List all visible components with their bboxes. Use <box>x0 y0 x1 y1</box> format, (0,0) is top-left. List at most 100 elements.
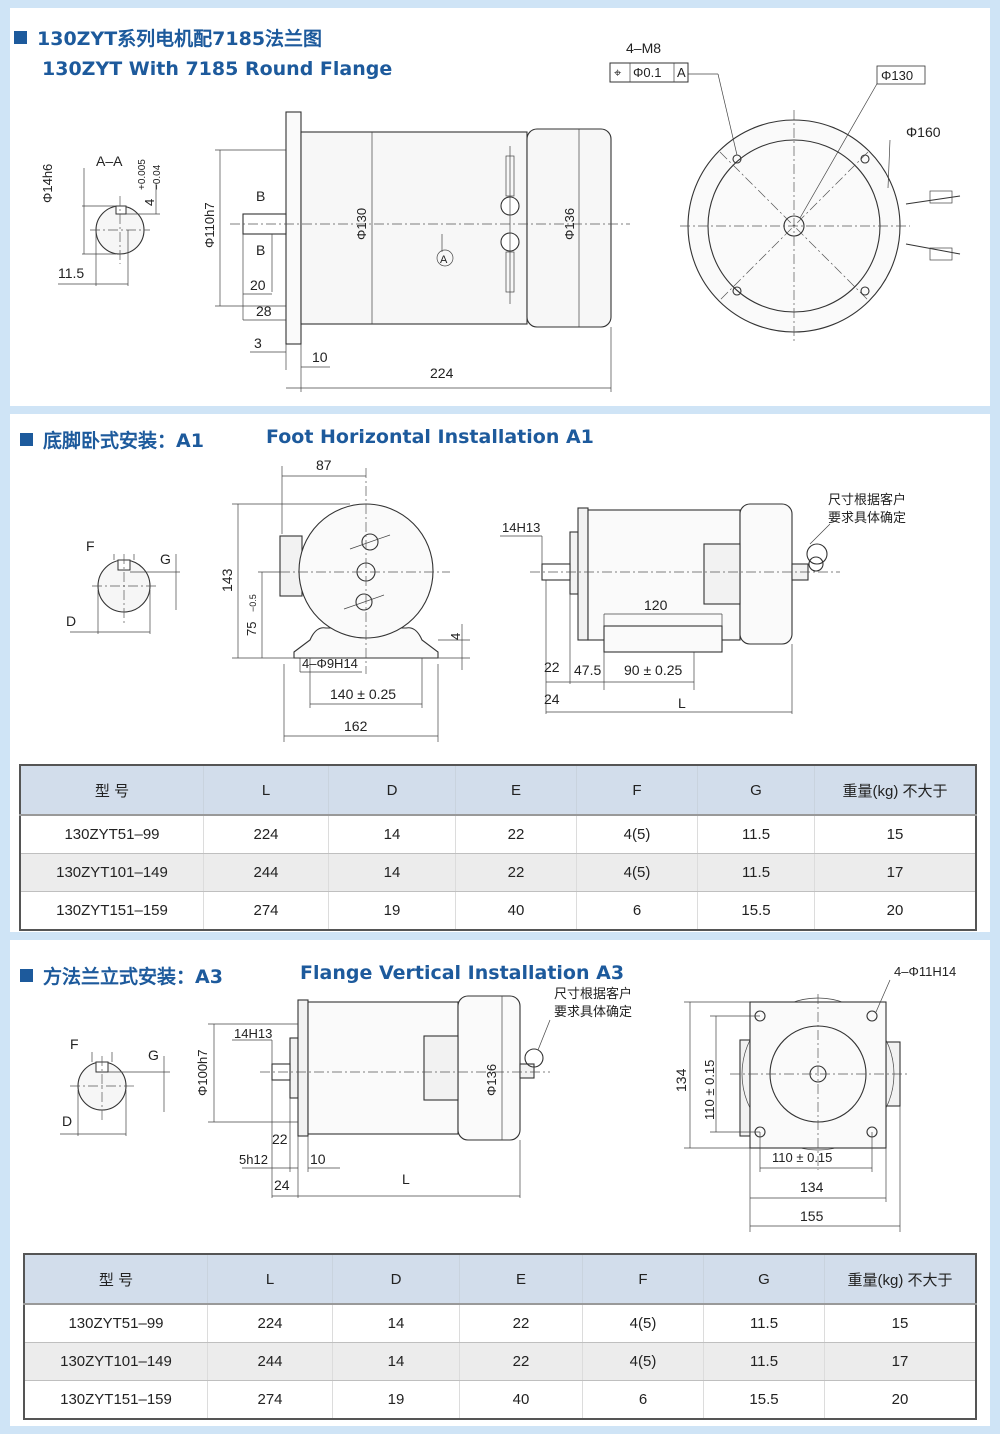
dim-24: 24 <box>544 691 560 707</box>
spec-table-a1: 型 号 L D E F G 重量(kg) 不大于 130ZYT51–99 224… <box>19 764 977 931</box>
dim-5h12: 5h12 <box>239 1152 268 1167</box>
cell-d: 19 <box>332 1380 460 1420</box>
cell-l: 224 <box>203 815 329 854</box>
section1-title-cn-text: 130ZYT系列电机配7185法兰图 <box>37 28 323 50</box>
shaft-section-vertical: F G D <box>60 1036 170 1136</box>
panel-flange-vertical: 方法兰立式安装：A3 Flange Vertical Installation … <box>10 940 990 1426</box>
cell-f: 4(5) <box>582 1342 704 1381</box>
dim-d136: Φ136 <box>484 1064 499 1096</box>
dim-d100h7: Φ100h7 <box>195 1049 210 1096</box>
cell-d: 14 <box>328 853 456 892</box>
col-d: D <box>332 1254 460 1305</box>
dim-14h13: 14H13 <box>234 1026 272 1041</box>
cell-weight: 15 <box>814 815 976 854</box>
cell-weight: 15 <box>824 1304 976 1343</box>
col-l: L <box>207 1254 333 1305</box>
dim-g: G <box>160 551 171 567</box>
dim-d14h6: Φ14h6 <box>40 164 55 203</box>
dim-c160: Φ160 <box>906 124 941 140</box>
section2-title-cn-text: 底脚卧式安装：A1 <box>43 430 204 452</box>
dim-d: D <box>66 613 76 629</box>
dim-f: F <box>86 538 95 554</box>
bullet-square-icon <box>20 969 33 982</box>
dim-28: 28 <box>256 303 272 319</box>
cell-e: 22 <box>459 1304 583 1343</box>
motor-end-view: ⌖ Φ0.1 A 4–M8 Φ130 Φ160 <box>609 40 961 342</box>
table-row: 130ZYT51–99 224 14 22 4(5) 11.5 15 <box>20 815 976 854</box>
dim-g: G <box>148 1047 159 1063</box>
cell-model: 130ZYT51–99 <box>20 815 204 854</box>
dim-110-h: 110 ± 0.15 <box>772 1150 832 1165</box>
dim-134-v: 134 <box>673 1068 689 1092</box>
col-f: F <box>582 1254 704 1305</box>
cell-f: 6 <box>576 891 698 931</box>
dim-tol-up: +0.005 <box>137 159 148 190</box>
dim-c130: Φ130 <box>881 68 913 83</box>
col-l: L <box>203 765 329 816</box>
dim-75: 75 <box>244 622 259 636</box>
cell-model: 130ZYT101–149 <box>24 1342 208 1381</box>
cell-model: 130ZYT151–159 <box>20 891 204 931</box>
note-line1: 尺寸根据客户 <box>554 986 632 1001</box>
col-g: G <box>697 765 815 816</box>
note-line2: 要求具体确定 <box>828 510 906 525</box>
label-aa: A–A <box>96 153 123 169</box>
section2-title-en: Foot Horizontal Installation A1 <box>266 426 594 448</box>
dim-120: 120 <box>644 597 668 613</box>
motor-side-view: Φ110h7 Φ130 Φ136 A B B 20 <box>202 111 630 392</box>
cell-g: 11.5 <box>703 1342 825 1381</box>
dim-10: 10 <box>312 349 328 365</box>
square-flange-view: 4–Φ11H14 134 110 ± 0.15 110 ± 0.15 134 1… <box>673 964 956 1232</box>
dim-155: 155 <box>800 1208 824 1224</box>
bullet-square-icon <box>20 433 33 446</box>
cell-d: 14 <box>332 1342 460 1381</box>
dim-87: 87 <box>316 457 332 473</box>
cell-l: 224 <box>207 1304 333 1343</box>
cell-model: 130ZYT151–159 <box>24 1380 208 1420</box>
table-row: 130ZYT101–149 244 14 22 4(5) 11.5 17 <box>24 1342 976 1381</box>
dim-tol-dn: −0.04 <box>152 164 163 190</box>
flange-vertical-drawing: F G D <box>60 964 956 1232</box>
dim-3: 3 <box>254 335 262 351</box>
dim-l: L <box>402 1171 410 1187</box>
cell-e: 22 <box>455 815 577 854</box>
section2-title-cn: 底脚卧式安装：A1 <box>20 426 204 453</box>
dim-d110h7: Φ110h7 <box>202 202 217 248</box>
dim-f: F <box>70 1036 79 1052</box>
dim-11-5: 11.5 <box>58 265 84 281</box>
dim-20: 20 <box>250 277 266 293</box>
cell-g: 11.5 <box>703 1304 825 1343</box>
shaft-section-foot: F G D <box>66 538 180 634</box>
table-header-row: 型 号 L D E F G 重量(kg) 不大于 <box>24 1254 976 1305</box>
dim-24: 24 <box>274 1177 290 1193</box>
cell-weight: 20 <box>824 1380 976 1420</box>
note-line2: 要求具体确定 <box>554 1004 632 1019</box>
dim-holes: 4–Φ9H14 <box>302 656 358 671</box>
panel-foot-horizontal: 底脚卧式安装：A1 Foot Horizontal Installation A… <box>10 414 990 932</box>
col-model: 型 号 <box>20 765 204 816</box>
tol-symbol: ⌖ <box>614 65 622 80</box>
dim-22: 22 <box>544 659 560 675</box>
col-f: F <box>576 765 698 816</box>
col-e: E <box>459 1254 583 1305</box>
cell-model: 130ZYT51–99 <box>24 1304 208 1343</box>
table-row: 130ZYT151–159 274 19 40 6 15.5 20 <box>20 891 976 931</box>
vertical-side-view: 14H13 Φ100h7 Φ136 尺寸根据客户 要求具体确定 22 5h12 … <box>195 986 632 1198</box>
dim-tol: 4 <box>142 199 157 206</box>
table-row: 130ZYT51–99 224 14 22 4(5) 11.5 15 <box>24 1304 976 1343</box>
dim-143: 143 <box>219 568 235 592</box>
dim-d136: Φ136 <box>562 208 577 240</box>
cell-weight: 20 <box>814 891 976 931</box>
cell-model: 130ZYT101–149 <box>20 853 204 892</box>
dim-14h13: 14H13 <box>502 520 540 535</box>
dim-162: 162 <box>344 718 368 734</box>
foot-end-view: 87 143 75 −0.5 4 4–Φ9H14 140 ± 0.25 162 <box>219 457 470 742</box>
cell-l: 274 <box>207 1380 333 1420</box>
cell-d: 19 <box>328 891 456 931</box>
panel-round-flange: 130ZYT系列电机配7185法兰图 130ZYT With 7185 Roun… <box>10 8 990 406</box>
section3-title-cn-text: 方法兰立式安装：A3 <box>43 966 223 988</box>
col-e: E <box>455 765 577 816</box>
cell-e: 22 <box>459 1342 583 1381</box>
dim-224: 224 <box>430 365 454 381</box>
dim-4m8: 4–M8 <box>626 40 661 56</box>
